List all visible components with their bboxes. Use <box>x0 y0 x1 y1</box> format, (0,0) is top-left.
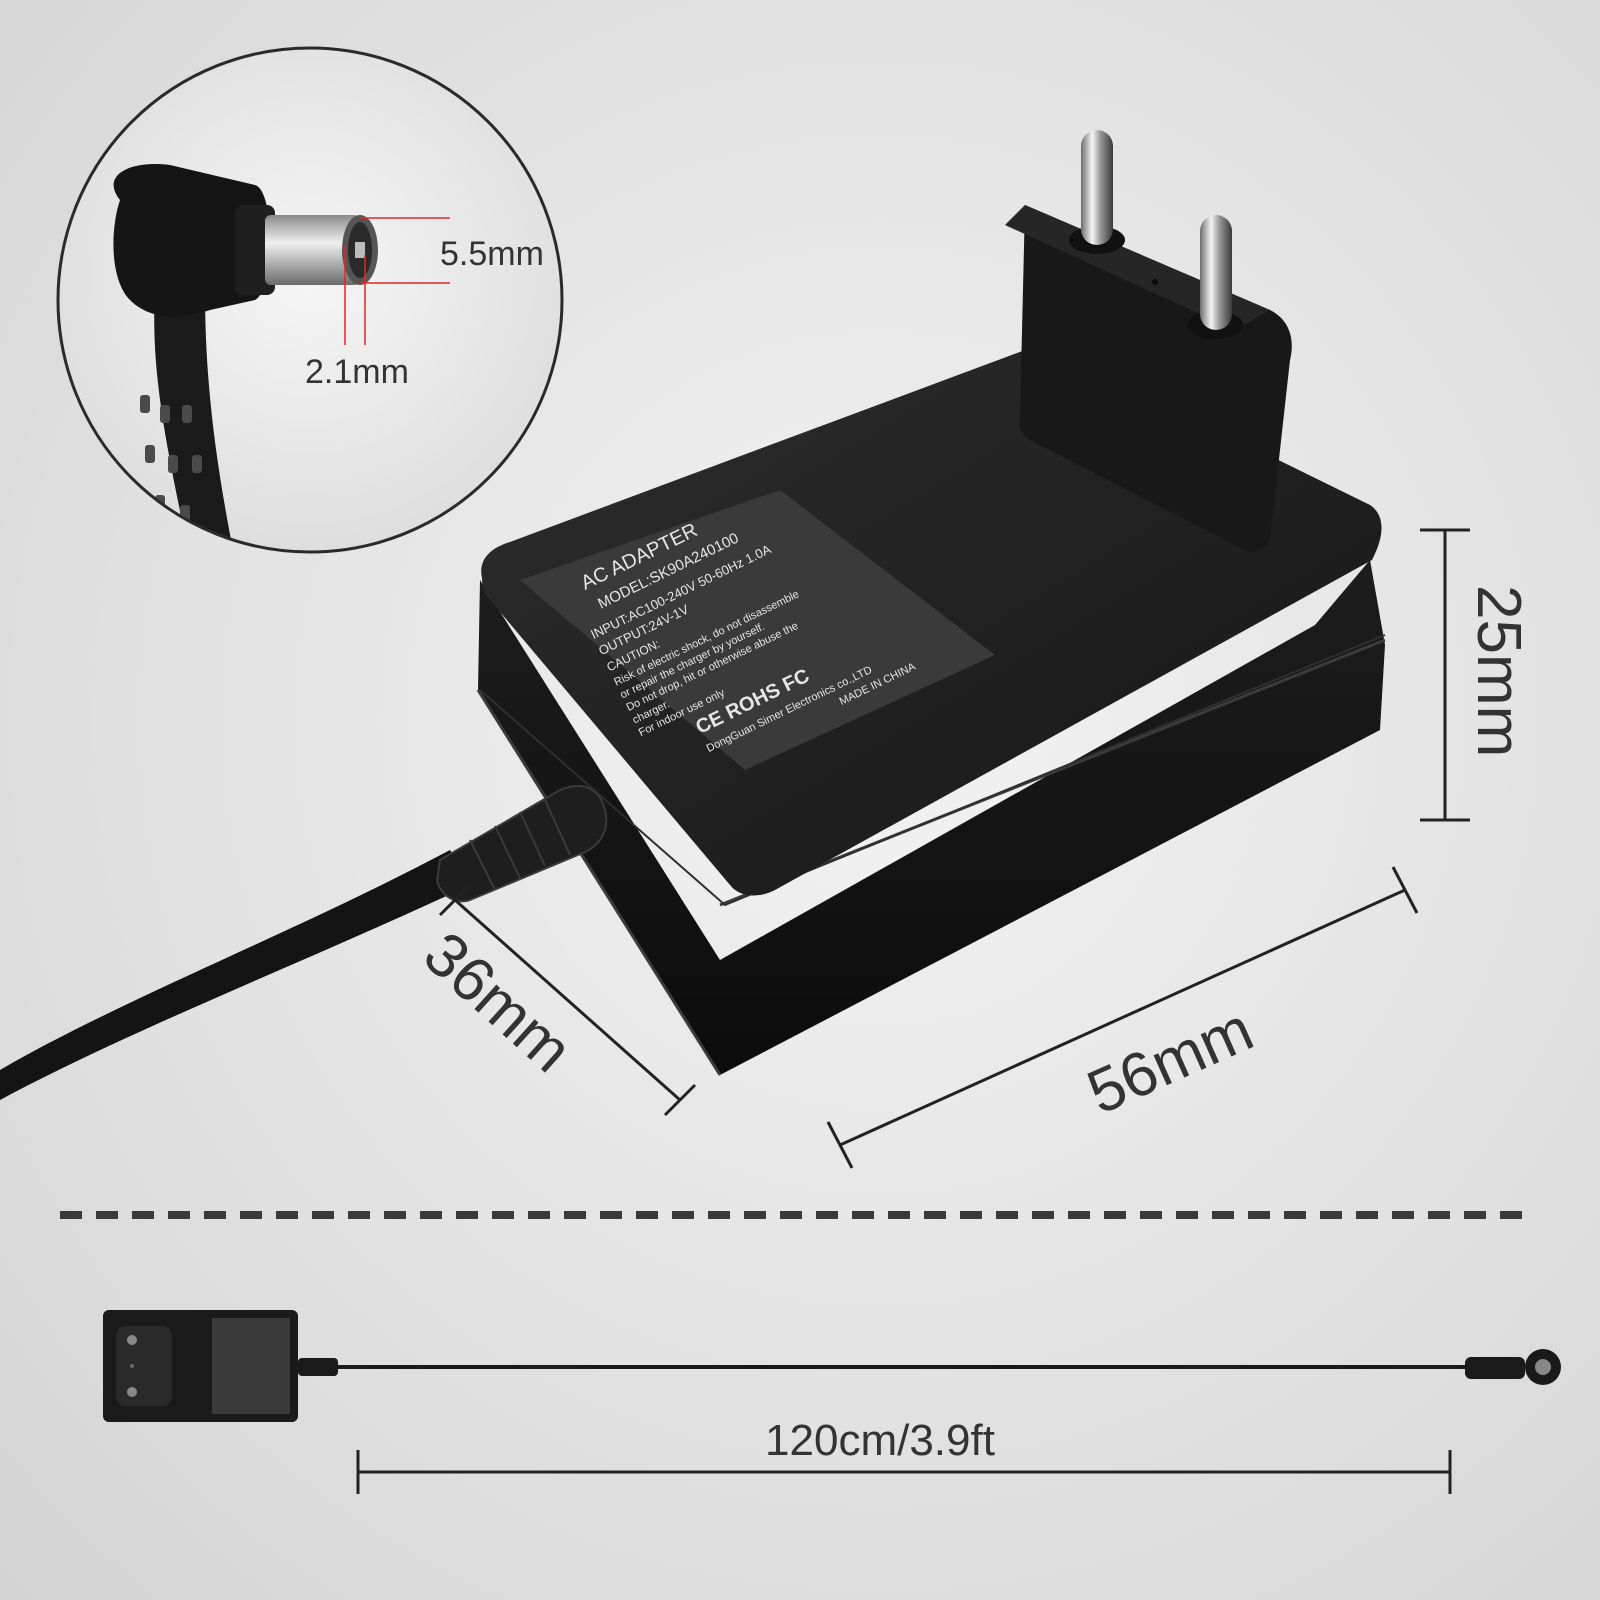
adapter-front-face <box>478 560 1385 1075</box>
height-label: 25mm <box>1464 585 1533 757</box>
dimension-cable-length <box>356 1450 1452 1494</box>
cable-strain-relief <box>435 785 608 903</box>
dimension-height <box>1420 528 1470 822</box>
main-cable <box>0 850 470 1100</box>
depth-label: 36mm <box>411 919 585 1086</box>
dimension-depth <box>438 883 697 1117</box>
euro-plug <box>1005 130 1292 552</box>
inset-barrel <box>265 215 360 285</box>
width-label: 56mm <box>1078 995 1263 1128</box>
inner-diameter-label: 2.1mm <box>305 353 409 391</box>
inset-plug-body <box>113 164 270 317</box>
inset-cable <box>154 290 235 552</box>
label-panel <box>520 490 995 770</box>
plug-pin-left <box>1081 130 1113 245</box>
overview-connector <box>1465 1349 1561 1385</box>
outer-diameter-label: 5.5mm <box>440 235 544 273</box>
cable-length-label: 120cm/3.9ft <box>765 1416 995 1465</box>
callout-lines <box>344 217 450 345</box>
connector-inset: 5.5mm 2.1mm <box>56 46 564 554</box>
overview-adapter <box>103 1310 338 1422</box>
dimension-width <box>826 866 1419 1169</box>
plug-pin-right <box>1200 215 1232 330</box>
